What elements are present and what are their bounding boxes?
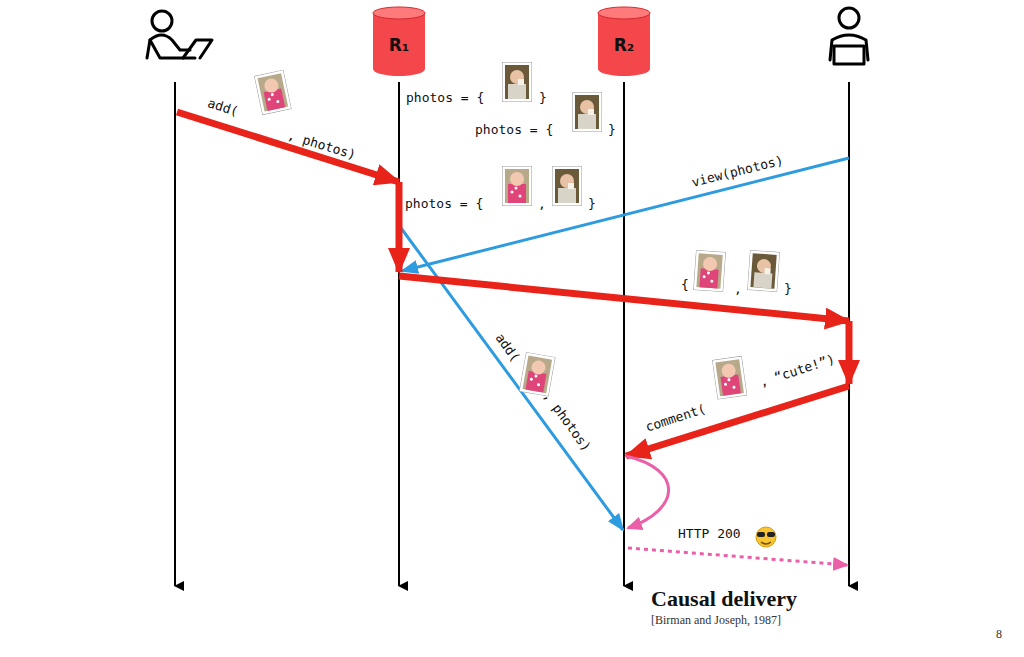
label: }	[588, 197, 596, 211]
label: HTTP 200	[678, 527, 741, 541]
label: ,	[734, 282, 742, 296]
causal-arrow	[177, 112, 849, 456]
label: , photos)	[540, 389, 593, 454]
reply-arrow	[628, 548, 847, 565]
label: 8	[996, 628, 1002, 641]
label: photos = {	[406, 91, 484, 105]
user-icon	[147, 11, 212, 58]
label: , “cute!”)	[758, 352, 837, 390]
sunglasses-emoji	[756, 527, 776, 547]
photo	[254, 62, 780, 400]
lifeline	[175, 82, 849, 586]
label: }	[608, 123, 616, 137]
label: view(photos)	[690, 153, 785, 190]
label: photos = {	[405, 197, 483, 211]
label: [Birman and Joseph, 1987]	[651, 614, 781, 627]
replica-cylinder: R₁	[372, 6, 426, 76]
replica-cylinder: R₂	[597, 6, 651, 76]
label: ,	[538, 197, 546, 211]
user-icon	[830, 8, 868, 64]
label: }	[539, 91, 547, 105]
title: Causal delivery	[651, 587, 797, 611]
delivery-curve	[626, 456, 669, 528]
label: }	[784, 282, 792, 296]
label: add(	[206, 96, 240, 119]
replica-name: R₁	[372, 6, 426, 55]
label: photos = {	[475, 123, 553, 137]
replica-name: R₂	[597, 6, 651, 55]
message-arrow	[401, 158, 849, 530]
label: {	[681, 278, 689, 292]
